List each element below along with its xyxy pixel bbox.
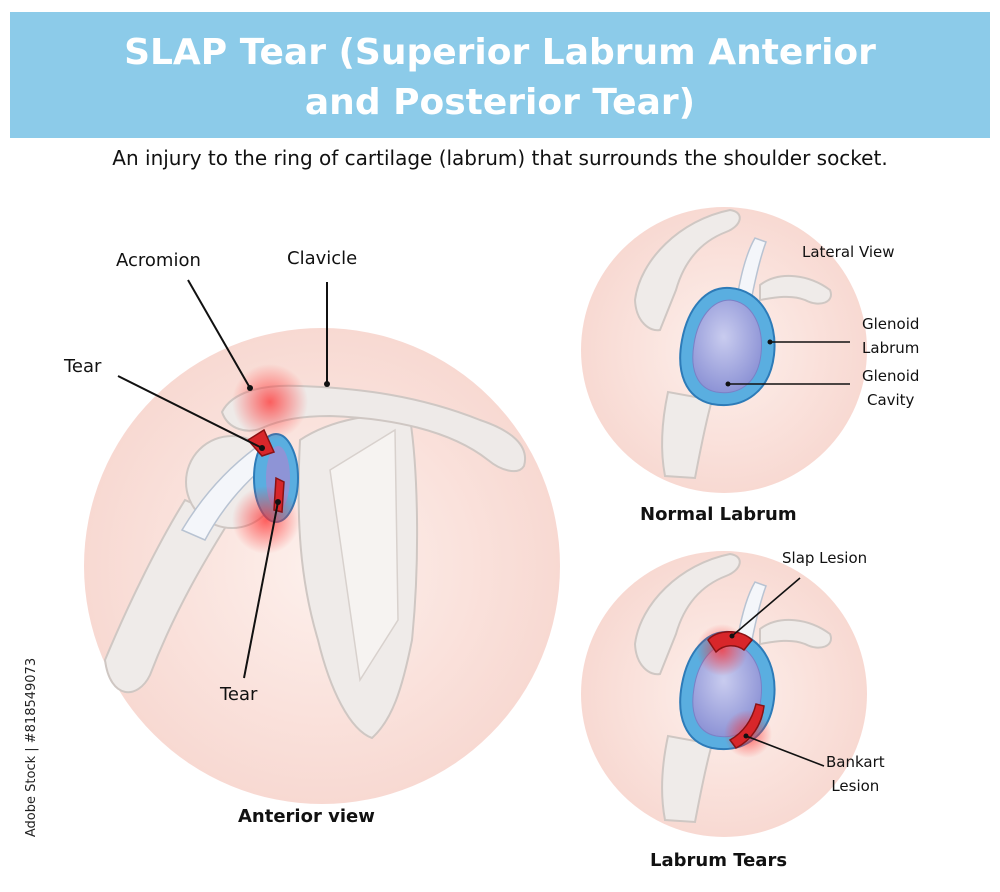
page-title: SLAP Tear (Superior Labrum Anterior and … bbox=[10, 28, 990, 128]
bankart-line-1: Bankart bbox=[826, 753, 885, 771]
acromion-leader bbox=[187, 279, 251, 389]
subtitle: An injury to the ring of cartilage (labr… bbox=[112, 146, 888, 170]
bankart-line-2: Lesion bbox=[831, 777, 880, 795]
title-banner: SLAP Tear (Superior Labrum Anterior and … bbox=[10, 12, 990, 138]
normal-labrum-caption: Normal Labrum bbox=[640, 504, 797, 525]
stock-id: Adobe Stock | #818549073 bbox=[24, 657, 40, 838]
humerus bbox=[103, 498, 232, 694]
glenoid-labrum-label: Glenoid Labrum bbox=[862, 312, 919, 360]
glenoid-labrum-line-2: Labrum bbox=[862, 339, 920, 357]
clavicle-label: Clavicle bbox=[287, 248, 358, 269]
tear-lower-mark bbox=[273, 476, 285, 513]
tear-lower-leader bbox=[243, 501, 279, 679]
glenoid-cavity-line-1: Glenoid bbox=[862, 367, 920, 385]
glenoid-cavity-label: Glenoid Cavity bbox=[862, 364, 919, 412]
glenoid-cavity bbox=[692, 299, 762, 394]
tear-upper-leader bbox=[117, 375, 263, 449]
slap-lesion-mark bbox=[707, 631, 754, 654]
title-line-2: and Posterior Tear) bbox=[304, 82, 696, 123]
acromion-label: Acromion bbox=[116, 250, 201, 271]
anterior-view-caption: Anterior view bbox=[238, 806, 375, 827]
slap-lesion-label: Slap Lesion bbox=[782, 549, 868, 567]
labrum-tears-caption: Labrum Tears bbox=[650, 850, 788, 871]
glenoid-cavity-line-2: Cavity bbox=[866, 391, 915, 409]
lateral-view-label: Lateral View bbox=[802, 243, 895, 261]
normal-labrum-illustration bbox=[581, 207, 867, 493]
tear-upper-mark bbox=[246, 428, 276, 457]
bankart-lesion-label: Bankart Lesion bbox=[826, 750, 885, 798]
bankart-lesion-mark bbox=[728, 703, 765, 749]
labrum-tears-illustration bbox=[581, 551, 867, 837]
anterior-view-illustration bbox=[84, 279, 560, 804]
tear-upper-label: Tear bbox=[64, 356, 102, 377]
tear-lower-label: Tear bbox=[220, 684, 258, 705]
title-line-1: SLAP Tear (Superior Labrum Anterior bbox=[124, 32, 876, 73]
glenoid-labrum-line-1: Glenoid bbox=[862, 315, 920, 333]
